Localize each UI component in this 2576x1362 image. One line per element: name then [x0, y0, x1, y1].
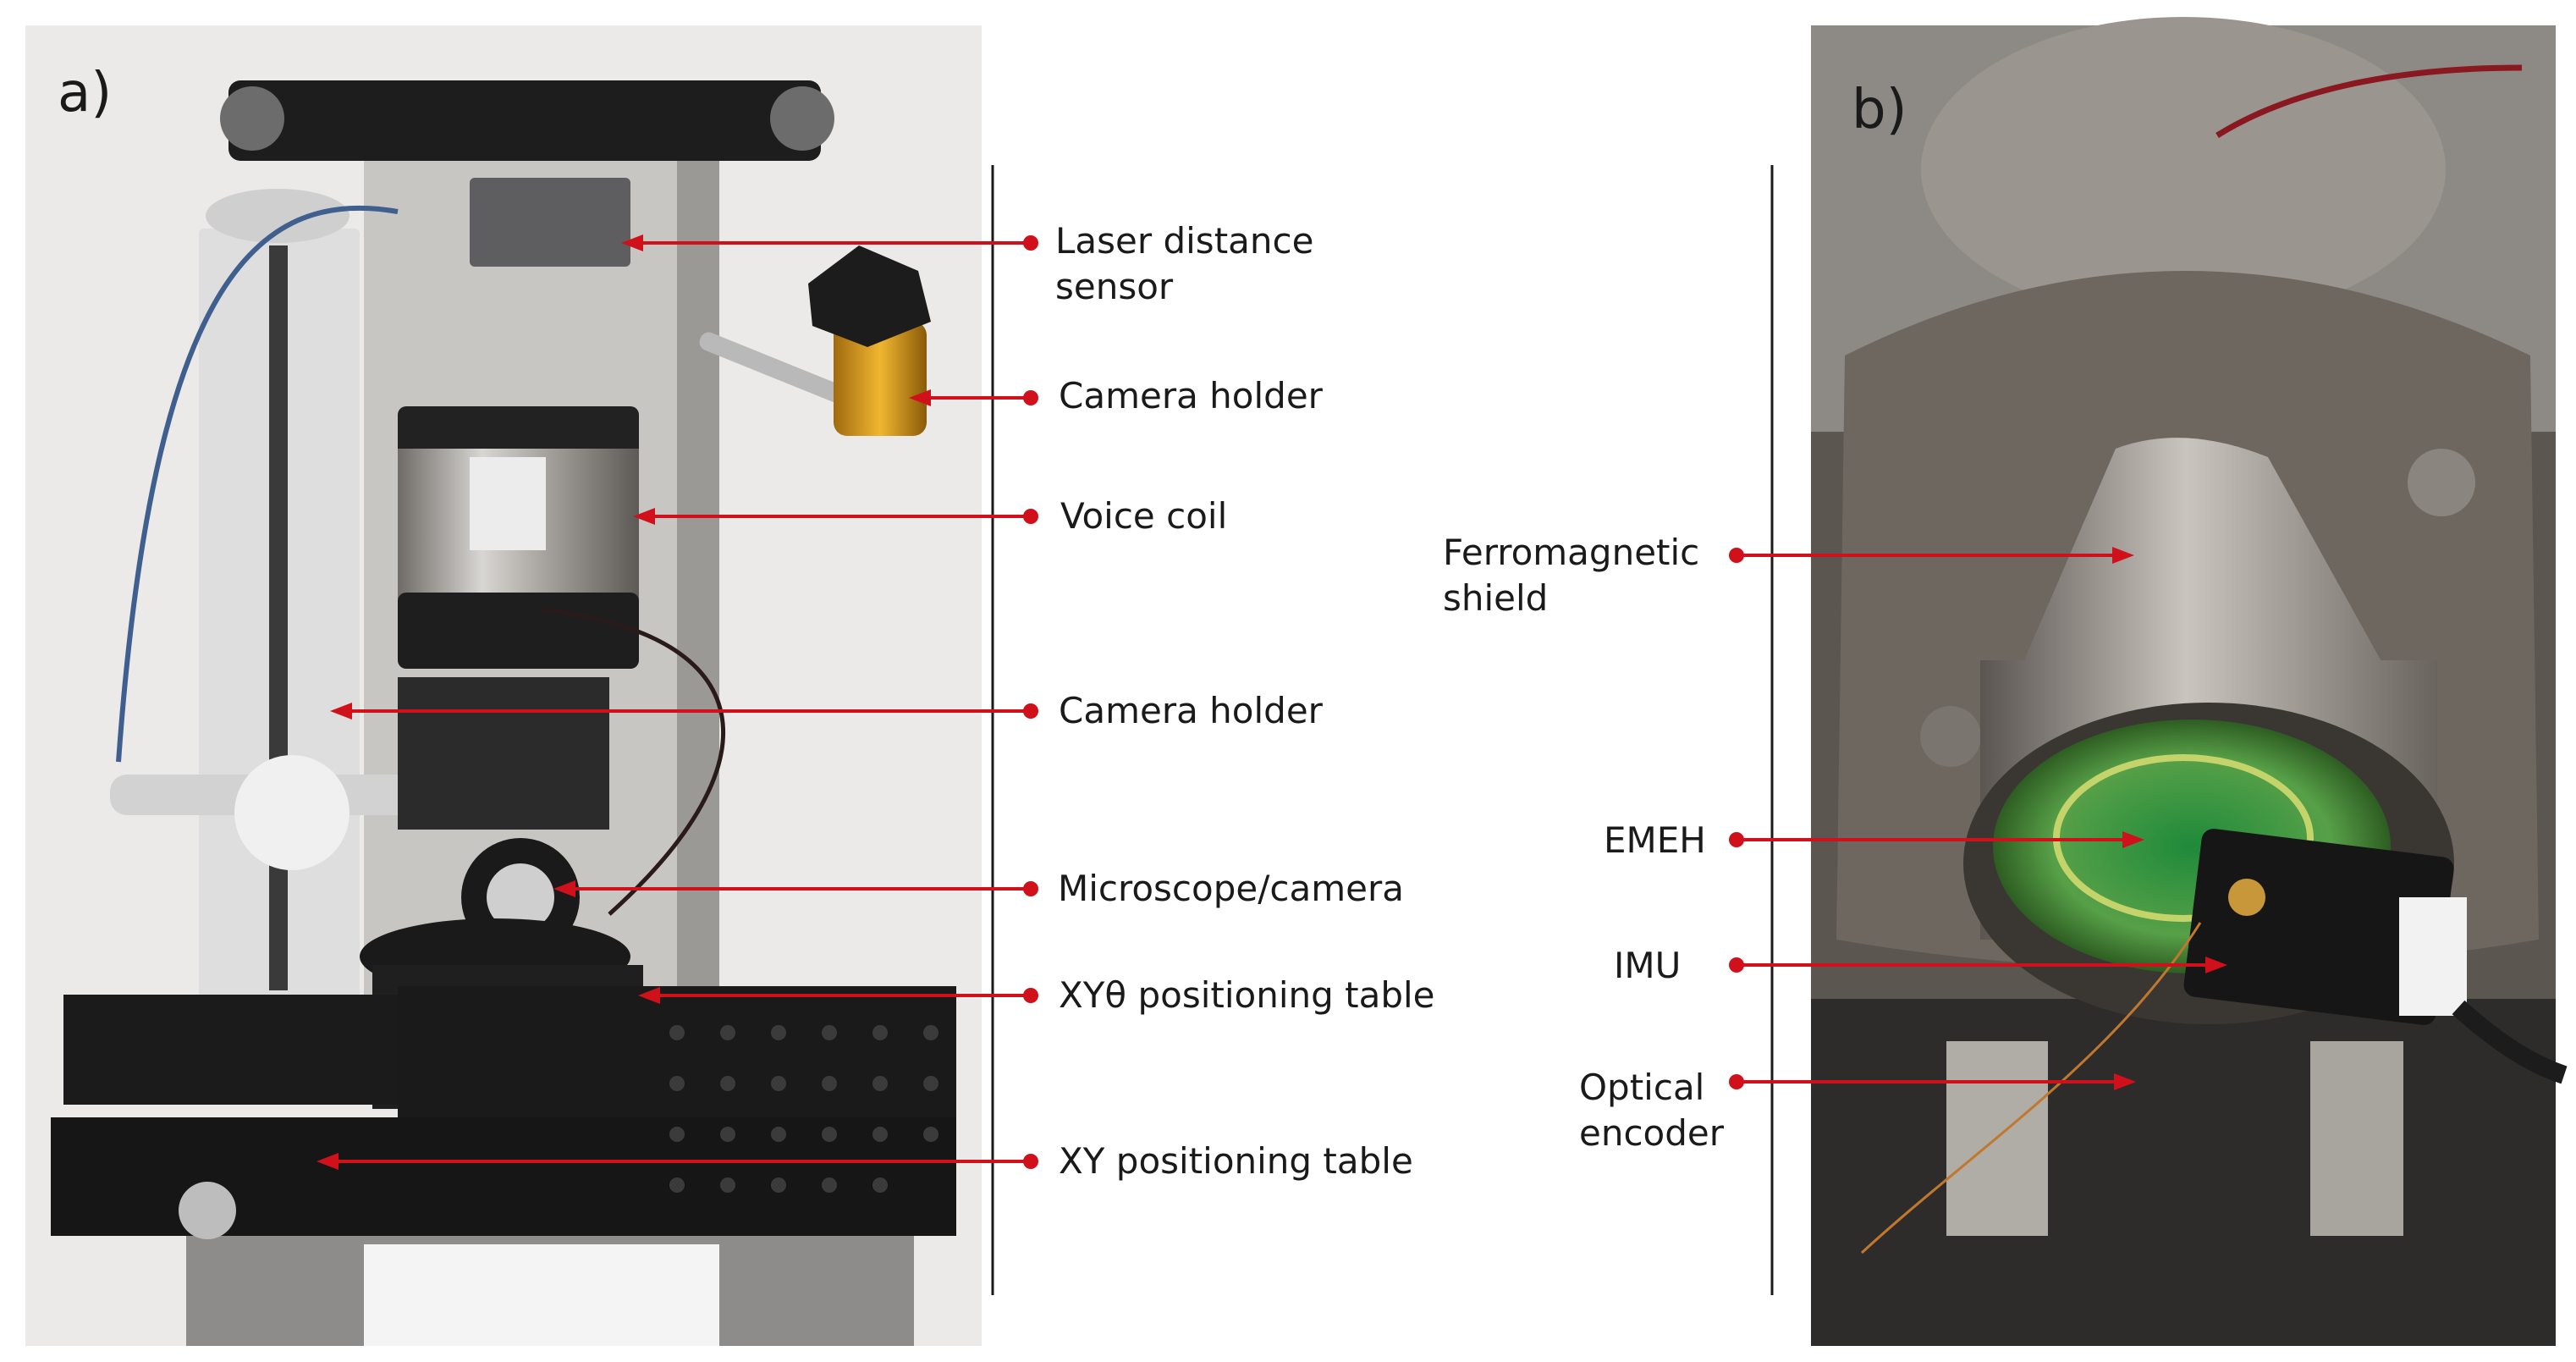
label-line: sensor	[1055, 266, 1174, 307]
leader-optical-encoder	[1729, 1073, 2136, 1090]
label-laser-distance-sensor: Laser distance sensor	[1055, 218, 1313, 310]
microscope-lens-inner	[487, 863, 554, 931]
ruler-top-knob	[206, 189, 350, 243]
label-emeh: EMEH	[1604, 818, 1706, 863]
leaders-a	[316, 234, 1038, 1170]
vertical-frame-shadow	[677, 161, 719, 1007]
panel-letter-a: a)	[58, 62, 113, 124]
label-line: Camera holder	[1059, 375, 1323, 416]
label-xytheta-table: XYθ positioning table	[1059, 973, 1435, 1018]
label-ferromagnetic-shield: Ferromagnetic shield	[1443, 530, 1699, 621]
leader-xy-table	[316, 1153, 1038, 1170]
imu-connector	[2399, 897, 2467, 1016]
laser-sensor-body	[470, 178, 630, 267]
label-line: Camera holder	[1059, 690, 1323, 731]
panel-letter-b: b)	[1852, 79, 1907, 141]
cable-right	[541, 607, 726, 916]
imu-cable	[2452, 1000, 2568, 1084]
camera-holder-knob-gold	[834, 322, 927, 436]
label-line: EMEH	[1604, 819, 1706, 861]
leader-camera-holder-top	[909, 389, 1038, 406]
leader-xytheta-table	[638, 987, 1038, 1004]
top-bracket	[228, 80, 821, 161]
label-camera-holder-bottom: Camera holder	[1059, 688, 1323, 734]
photo-b	[1811, 17, 2568, 1346]
label-line: encoder	[1579, 1112, 1725, 1154]
top-knob-left	[220, 86, 284, 151]
voice-coil-lower-band	[398, 593, 639, 669]
label-line: XYθ positioning table	[1059, 974, 1435, 1016]
base-plate	[1811, 999, 2556, 1346]
label-line: IMU	[1614, 945, 1682, 986]
cable-left	[116, 205, 399, 763]
label-line: Voice coil	[1060, 495, 1228, 537]
rail-slot	[364, 1244, 719, 1346]
voice-coil-label-patch	[470, 457, 546, 550]
leaders-b	[1729, 547, 2227, 1090]
imu-board	[2183, 829, 2454, 1025]
label-optical-encoder: Optical encoder	[1579, 1065, 1724, 1156]
camera-holder-knob-black	[808, 245, 931, 347]
leader-microscope-camera	[553, 880, 1038, 897]
leader-imu	[1729, 957, 2227, 973]
label-camera-holder-top: Camera holder	[1059, 373, 1323, 419]
power-cable	[2215, 64, 2523, 138]
label-microscope-camera: Microscope/camera	[1058, 866, 1404, 912]
label-line: Optical	[1579, 1067, 1705, 1108]
label-voice-coil: Voice coil	[1060, 494, 1227, 539]
leader-laser-distance-sensor	[621, 234, 1038, 251]
label-line: shield	[1443, 577, 1549, 619]
micrometer-knob	[179, 1182, 236, 1239]
label-line: Laser distance	[1055, 220, 1314, 262]
label-line: XY positioning table	[1059, 1140, 1413, 1182]
camera-holder-arm	[699, 332, 874, 415]
leader-emeh	[1729, 831, 2144, 848]
leader-voice-coil	[633, 508, 1038, 525]
flange-bolt-top	[2408, 449, 2475, 516]
copper-wire	[1860, 922, 2202, 1254]
ruler-crossbar-knob	[234, 755, 350, 870]
leader-ferromagnetic-shield	[1729, 547, 2134, 564]
label-line: Microscope/camera	[1058, 868, 1404, 909]
top-knob-right	[770, 86, 834, 151]
label-line: Ferromagnetic	[1443, 532, 1700, 573]
label-xy-table: XY positioning table	[1059, 1139, 1413, 1184]
ruler-screw	[269, 245, 288, 990]
microscope-block	[398, 677, 609, 830]
label-imu: IMU	[1614, 943, 1681, 989]
imu-mount-screw	[2228, 879, 2265, 916]
photo-a	[25, 25, 982, 1346]
leader-camera-holder-bottom	[330, 703, 1038, 720]
clamp-right	[2310, 1041, 2403, 1236]
breadboard-holes	[669, 1025, 938, 1193]
xy-table-upper	[63, 995, 419, 1105]
flange-bolt-bottom	[1920, 706, 1981, 767]
